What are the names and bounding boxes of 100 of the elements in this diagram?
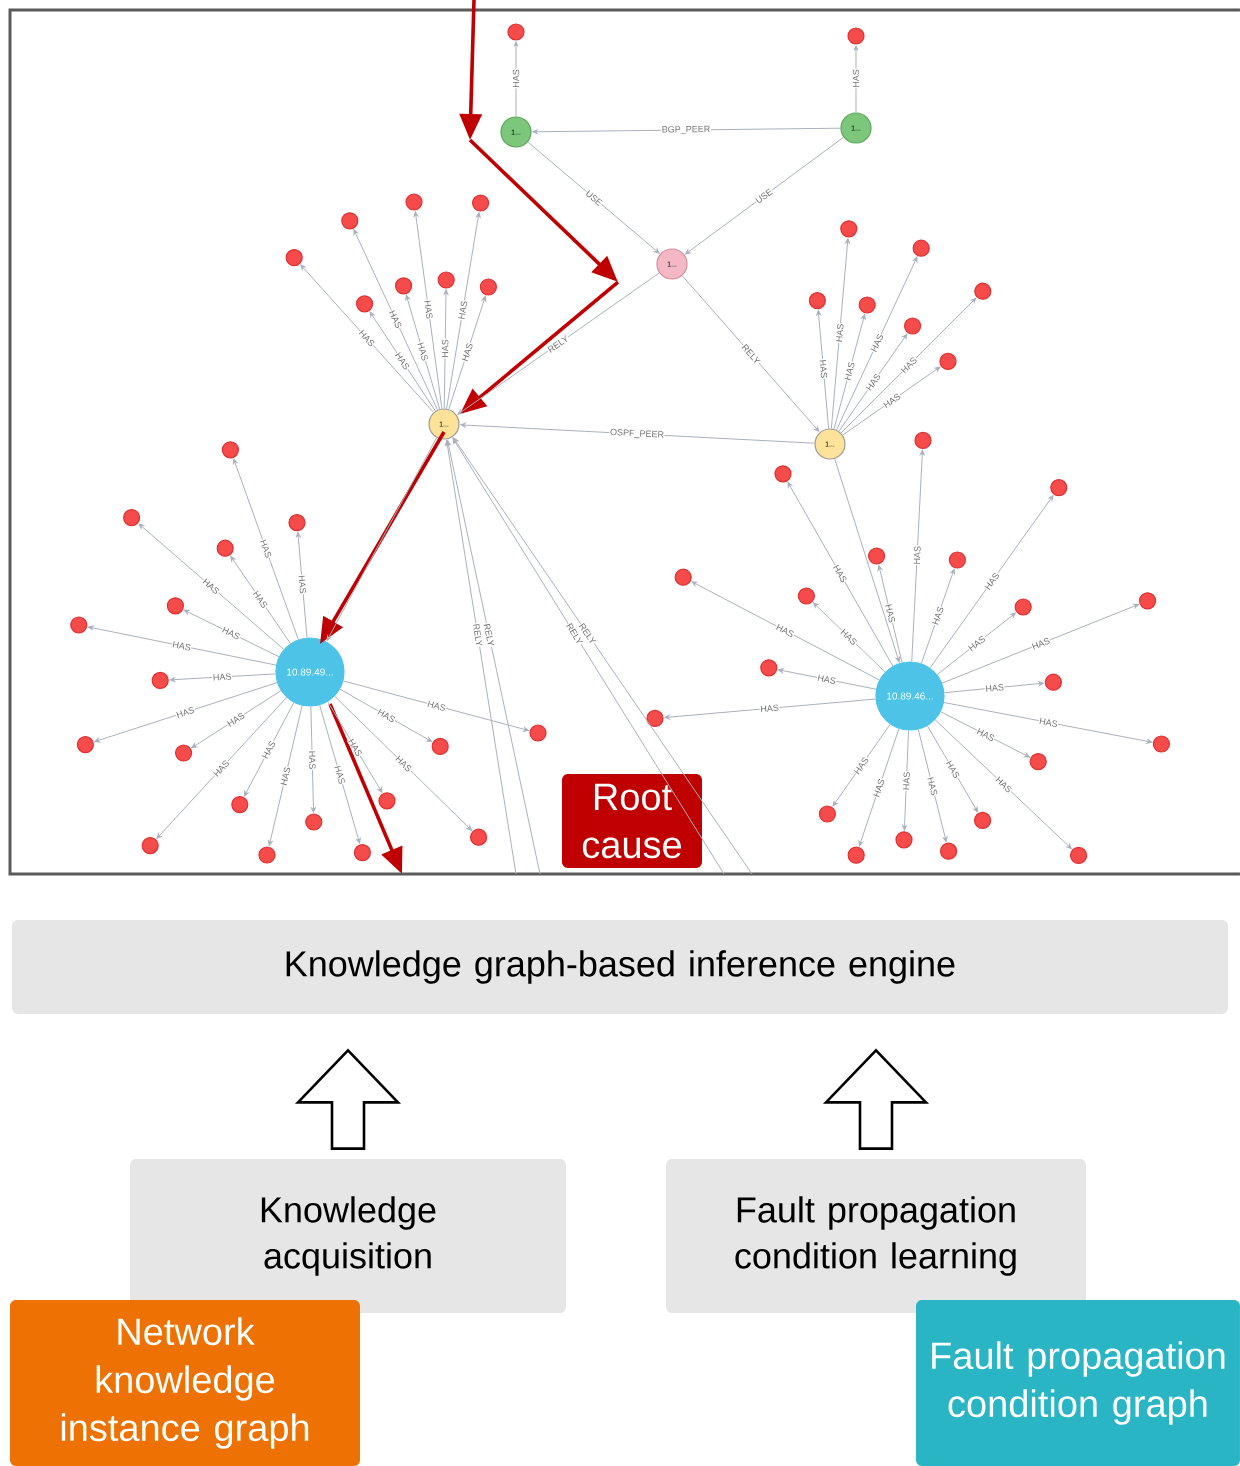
leaf-node [221, 441, 239, 459]
connector [446, 212, 481, 410]
connector [777, 668, 877, 690]
connector [664, 698, 877, 720]
connector [369, 311, 436, 412]
leaf-node [760, 659, 778, 677]
leaf-node [166, 597, 184, 615]
connector [941, 603, 1139, 684]
connector [816, 309, 830, 429]
connector [295, 531, 308, 639]
connector [156, 696, 288, 839]
connector [243, 702, 295, 797]
leaf-node [341, 212, 359, 230]
leaf-node [305, 813, 323, 831]
leaf-node [1014, 598, 1032, 616]
leaf-node [1152, 735, 1170, 753]
leaf-node [470, 828, 488, 846]
connector [183, 609, 280, 658]
connector [834, 458, 901, 663]
graph-box: Fault propagation condition graph [916, 1300, 1240, 1466]
leaf-node [285, 249, 303, 267]
connector [943, 702, 1153, 744]
connector [926, 725, 979, 813]
leaf-node [847, 27, 865, 45]
connector [840, 297, 977, 434]
leaf-node [895, 831, 913, 849]
process-box: Fault propagation condition learning [666, 1159, 1086, 1313]
connector [813, 602, 886, 673]
leaf-node [974, 282, 992, 300]
connector [787, 481, 894, 667]
leaf-node [405, 193, 423, 211]
connector [858, 728, 900, 847]
leaf-node [141, 837, 159, 855]
leaf-node [431, 737, 449, 755]
connector [838, 333, 908, 432]
leaf-node [939, 352, 957, 370]
connector [413, 211, 443, 410]
connector [832, 723, 891, 807]
leaf-node [151, 671, 169, 689]
leaf-node [904, 317, 922, 335]
connector [327, 701, 383, 793]
leaf-node [356, 295, 374, 313]
hollow-arrow [822, 1048, 930, 1150]
connector [911, 449, 925, 662]
leaf-node [914, 431, 932, 449]
connector [527, 141, 660, 254]
leaf-node [940, 842, 958, 860]
leaf-node [818, 805, 836, 823]
connector [936, 612, 1016, 676]
leaf-node [808, 292, 826, 310]
connector [94, 682, 278, 743]
leaf-node [353, 844, 371, 862]
leaf-node [472, 194, 490, 212]
hollow-arrow [294, 1048, 402, 1150]
connector [443, 289, 449, 409]
leaf-node [258, 846, 276, 864]
connector [917, 729, 948, 843]
leaf-node [1070, 846, 1088, 864]
leaf-node [974, 811, 992, 829]
connector [353, 229, 438, 411]
connector [685, 136, 844, 255]
connector [230, 555, 291, 644]
connector [191, 690, 282, 749]
connector [681, 275, 820, 432]
leaf-node [529, 724, 547, 742]
connector [445, 440, 517, 875]
connector [929, 495, 1054, 669]
connector [920, 568, 955, 664]
connector [943, 681, 1045, 694]
connector [339, 688, 433, 742]
connector [232, 458, 299, 640]
leaf-node [378, 792, 396, 810]
leaf-node [646, 709, 664, 727]
connector [853, 45, 859, 113]
leaf-node [175, 744, 193, 762]
connector [830, 238, 850, 429]
leaf-node [123, 509, 141, 527]
leaf-node [840, 220, 858, 238]
leaf-node [868, 547, 886, 565]
connector [836, 256, 918, 431]
leaf-node [847, 846, 865, 864]
connector [934, 719, 1072, 850]
connector [334, 695, 473, 831]
connector [342, 680, 529, 732]
connector [691, 581, 880, 681]
leaf-node [1029, 753, 1047, 771]
leaf-node [674, 568, 692, 586]
root-cause-box: Root cause [562, 774, 702, 868]
connector [902, 730, 910, 831]
connector [877, 565, 903, 663]
leaf-node [912, 239, 930, 257]
connector [448, 295, 487, 410]
graph-box: Network knowledge instance graph [10, 1300, 360, 1466]
leaf-node [479, 278, 497, 296]
connector [405, 294, 441, 410]
leaf-node [948, 551, 966, 569]
connector [833, 314, 866, 430]
leaf-node [231, 796, 249, 814]
connector [457, 272, 660, 415]
leaf-node [70, 616, 88, 634]
